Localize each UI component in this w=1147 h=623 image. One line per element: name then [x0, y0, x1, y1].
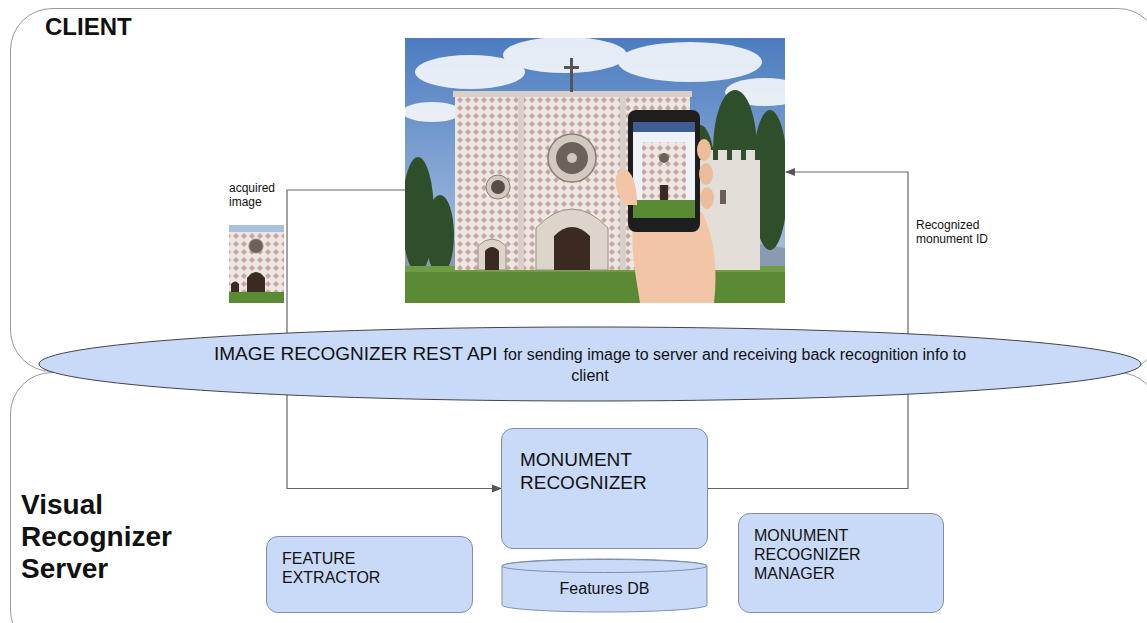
component-name: FEATURE EXTRACTOR — [282, 549, 432, 587]
ellipse-shape — [39, 327, 1141, 401]
monument-photo — [405, 38, 785, 303]
ellipse-outline — [38, 326, 1142, 402]
api-title: IMAGE RECOGNIZER REST API — [214, 343, 498, 364]
lawn — [405, 266, 785, 303]
cylinder-top — [502, 560, 707, 573]
component-name: Features DB — [511, 579, 698, 598]
database-cylinder: Features DB — [501, 559, 708, 613]
process-box: FEATURE EXTRACTOR — [266, 536, 473, 613]
region-title: Visual Recognizer Server — [21, 489, 191, 586]
acquired-image-thumbnail — [229, 225, 284, 303]
edge-label: acquired image — [229, 182, 287, 210]
cylinder-body — [502, 559, 707, 612]
api-description: for sending image to server and receivin… — [504, 346, 966, 384]
client-region: CLIENT — [10, 8, 1147, 372]
hand-with-phone — [616, 110, 716, 303]
api-ellipse: IMAGE RECOGNIZER REST API for sending ima… — [38, 326, 1142, 402]
photo-sky — [405, 38, 785, 303]
component-name: MONUMENT RECOGNIZER — [520, 449, 691, 495]
trees — [405, 90, 785, 275]
edge-label: Recognized monument ID — [916, 219, 1006, 247]
process-box: MONUMENT RECOGNIZER — [501, 428, 708, 549]
region-title: CLIENT — [45, 13, 132, 42]
process-box: MONUMENT RECOGNIZER MANAGER — [738, 513, 944, 613]
component-name: MONUMENT RECOGNIZER MANAGER — [754, 526, 924, 584]
api-text-block: IMAGE RECOGNIZER REST API for sending ima… — [210, 342, 970, 386]
server-region: Visual Recognizer Server MONUMENT RECOGNI… — [10, 372, 1147, 623]
